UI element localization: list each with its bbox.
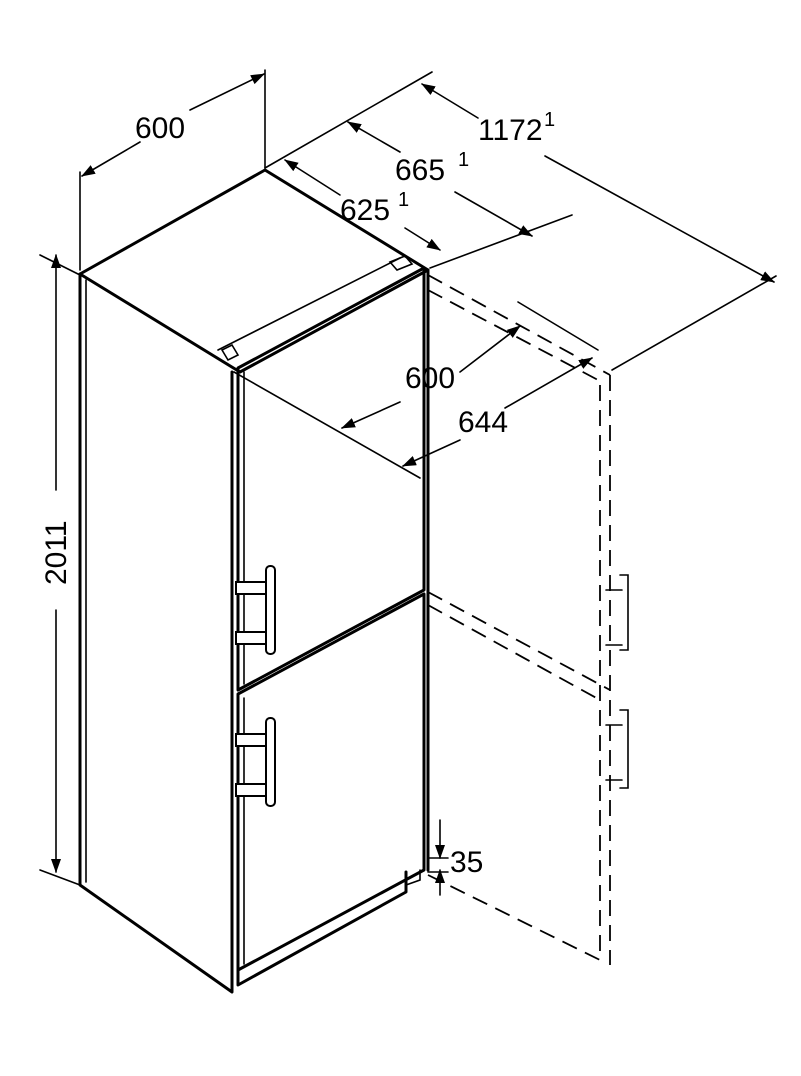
label-depth-body: 625 xyxy=(340,194,390,227)
dim-1172-arrow-left xyxy=(421,83,479,119)
dim-door-width-arrow-right xyxy=(459,325,521,373)
ext-door-width xyxy=(517,301,599,351)
open-lower-handle xyxy=(605,709,629,789)
dim-644-arrow-left xyxy=(402,439,461,467)
dim-644-arrow-right xyxy=(504,357,593,409)
ext-door-front xyxy=(233,371,421,479)
ext-height-top xyxy=(39,254,81,276)
lower-door xyxy=(236,592,426,972)
label-plinth-gap: 35 xyxy=(450,846,483,879)
side-panel xyxy=(78,272,234,994)
label-door-depth: 644 xyxy=(458,406,508,439)
open-door-outline xyxy=(427,274,629,965)
label-depth-door-open-note: 1 xyxy=(544,109,555,131)
ext-depth-rear xyxy=(264,71,433,169)
upper-handle-mount-bottom xyxy=(235,631,267,645)
lower-door-handle xyxy=(235,717,276,807)
open-lower-door-top xyxy=(427,604,601,701)
dim-625-arrow-right xyxy=(404,227,441,251)
ext-door-open xyxy=(611,275,777,371)
lower-handle-mount-top xyxy=(235,733,267,747)
plinth xyxy=(236,870,408,987)
dim-door-width-arrow-left xyxy=(341,401,401,429)
dim-width-arrow-left xyxy=(81,141,141,177)
upper-handle-bar xyxy=(265,565,276,655)
dim-665-arrow-right xyxy=(454,191,533,237)
dimension-lines xyxy=(39,69,777,896)
dim-width-arrow-right xyxy=(189,73,265,111)
open-lower-door-bottom xyxy=(427,874,601,961)
plinth-foot xyxy=(405,869,421,886)
dimension-labels: 600 1172 1 665 1 625 1 600 644 2011 35 xyxy=(40,109,555,879)
label-height: 2011 xyxy=(40,520,73,585)
top-edge-detail xyxy=(217,257,401,351)
open-upper-door-top xyxy=(427,274,611,376)
dim-35-ticks xyxy=(427,857,449,873)
open-upper-door-top-inner xyxy=(427,289,599,381)
upper-handle-mount-top xyxy=(235,581,267,595)
label-door-width: 600 xyxy=(405,362,455,395)
ext-front xyxy=(429,214,573,269)
top-hinge-right xyxy=(388,255,414,271)
appliance-body xyxy=(78,168,430,994)
dim-665-arrow-left xyxy=(347,121,401,153)
open-upper-door-bottom xyxy=(427,591,611,691)
dim-625-arrow-left xyxy=(284,159,341,196)
open-upper-handle xyxy=(605,574,629,651)
top-hinge xyxy=(220,343,240,362)
ext-height-bottom xyxy=(39,869,81,886)
label-depth-body-note: 1 xyxy=(398,189,409,211)
lower-handle-bar xyxy=(265,717,276,807)
label-depth-with-handle-note: 1 xyxy=(458,149,469,171)
label-width-top: 600 xyxy=(135,112,185,145)
lower-handle-mount-bottom xyxy=(235,783,267,797)
label-depth-door-open: 1172 xyxy=(478,114,543,147)
label-depth-with-handle: 665 xyxy=(395,154,445,187)
upper-door-handle xyxy=(235,565,276,655)
dim-1172-arrow-right xyxy=(544,155,775,283)
